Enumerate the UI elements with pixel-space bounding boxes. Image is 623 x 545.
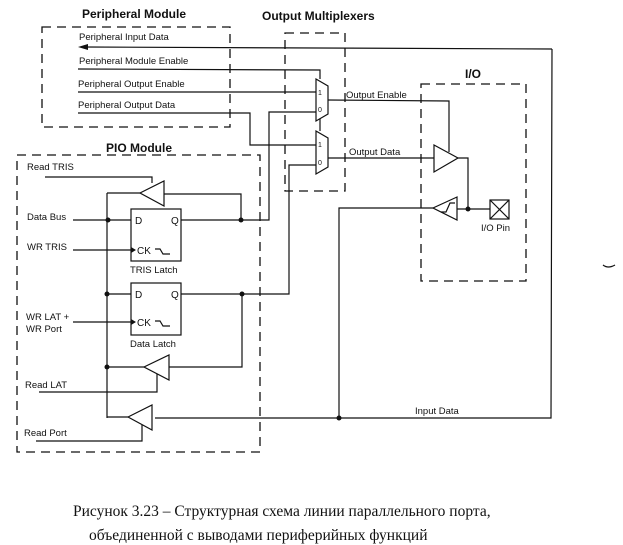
peripheral-module-box (41, 26, 231, 128)
svg-text:CK: CK (137, 318, 151, 329)
svg-text:D: D (135, 216, 142, 227)
pio-module-title: PIO Module (106, 141, 172, 155)
read-lat-label: Read LAT (25, 380, 67, 391)
output-enable-label: Output Enable (346, 90, 407, 101)
peripheral-output-enable-label: Peripheral Output Enable (78, 79, 185, 90)
junction-dot (105, 217, 111, 223)
read-port-wire (36, 425, 143, 442)
svg-text:Q: Q (171, 290, 179, 301)
tris-latch-label: TRIS Latch (130, 265, 178, 276)
peripheral-module-enable-label: Peripheral Module Enable (79, 56, 188, 67)
svg-text:1: 1 (318, 142, 322, 149)
output-enable-wire (327, 99, 450, 152)
output-multiplexers-title: Output Multiplexers (262, 9, 375, 23)
scan-artifact (602, 264, 616, 268)
read-port-buffer-icon (126, 404, 153, 432)
junction-dot (104, 364, 110, 370)
figure-caption-line2: объединенной с выводами периферийных фун… (89, 527, 428, 544)
pio-module-box (16, 154, 261, 453)
read-lat-wire (39, 374, 158, 393)
output-multiplexers-box (284, 32, 346, 192)
read-tris-in-wire (164, 193, 242, 220)
peripheral-output-data-wire (78, 112, 316, 146)
read-tris-label: Read TRIS (27, 162, 74, 173)
junction-dot (336, 415, 342, 421)
peripheral-input-data-wire (78, 44, 553, 50)
input-schmitt-buffer-icon (431, 196, 458, 221)
output-buffer-icon (433, 143, 460, 174)
tris-latch: D Q CK (130, 208, 182, 262)
tris-to-mux-wire (241, 111, 316, 221)
wr-lat-label: WR LAT + (26, 312, 70, 323)
peripheral-input-data-label: Peripheral Input Data (79, 32, 169, 43)
output-buffer-wire (458, 157, 469, 209)
svg-text:D: D (135, 290, 142, 301)
read-lat-in-wire (169, 294, 243, 368)
io-title: I/O (465, 67, 481, 81)
wr-tris-label: WR TRIS (27, 242, 67, 253)
read-tris-wire (45, 176, 153, 183)
io-pin-label: I/O Pin (481, 223, 510, 234)
read-tris-buffer-icon (138, 180, 165, 208)
input-data-wire (155, 48, 553, 419)
junction-dot (465, 206, 471, 212)
data-latch: D Q CK (130, 282, 182, 336)
io-pin-icon (489, 199, 510, 220)
svg-text:Q: Q (171, 216, 179, 227)
junction-dot (238, 217, 244, 223)
output-data-mux: 1 0 (315, 129, 329, 176)
data-bus-label: Data Bus (27, 212, 66, 223)
svg-text:0: 0 (318, 107, 322, 114)
peripheral-output-data-label: Peripheral Output Data (78, 100, 176, 111)
wr-port-label: WR Port (26, 324, 62, 335)
output-enable-mux: 1 0 (315, 77, 329, 123)
read-port-label: Read Port (24, 428, 67, 439)
peripheral-module-enable-wire (77, 68, 321, 79)
svg-text:0: 0 (318, 160, 322, 167)
peripheral-module-title: Peripheral Module (82, 7, 186, 21)
figure-caption-line1: Рисунок 3.23 – Структурная схема линии п… (73, 503, 491, 520)
input-buffer-wire (338, 207, 433, 418)
svg-text:1: 1 (318, 90, 322, 97)
output-data-label: Output Data (349, 147, 401, 158)
schmitt-trigger-icon (441, 202, 455, 213)
io-box (420, 83, 527, 282)
input-data-label: Input Data (415, 406, 460, 417)
svg-text:CK: CK (137, 246, 151, 257)
arrow-left-icon (78, 44, 88, 50)
junction-dot (104, 291, 110, 297)
data-latch-label: Data Latch (130, 339, 176, 350)
data-latch-to-mux-wire (242, 164, 316, 295)
